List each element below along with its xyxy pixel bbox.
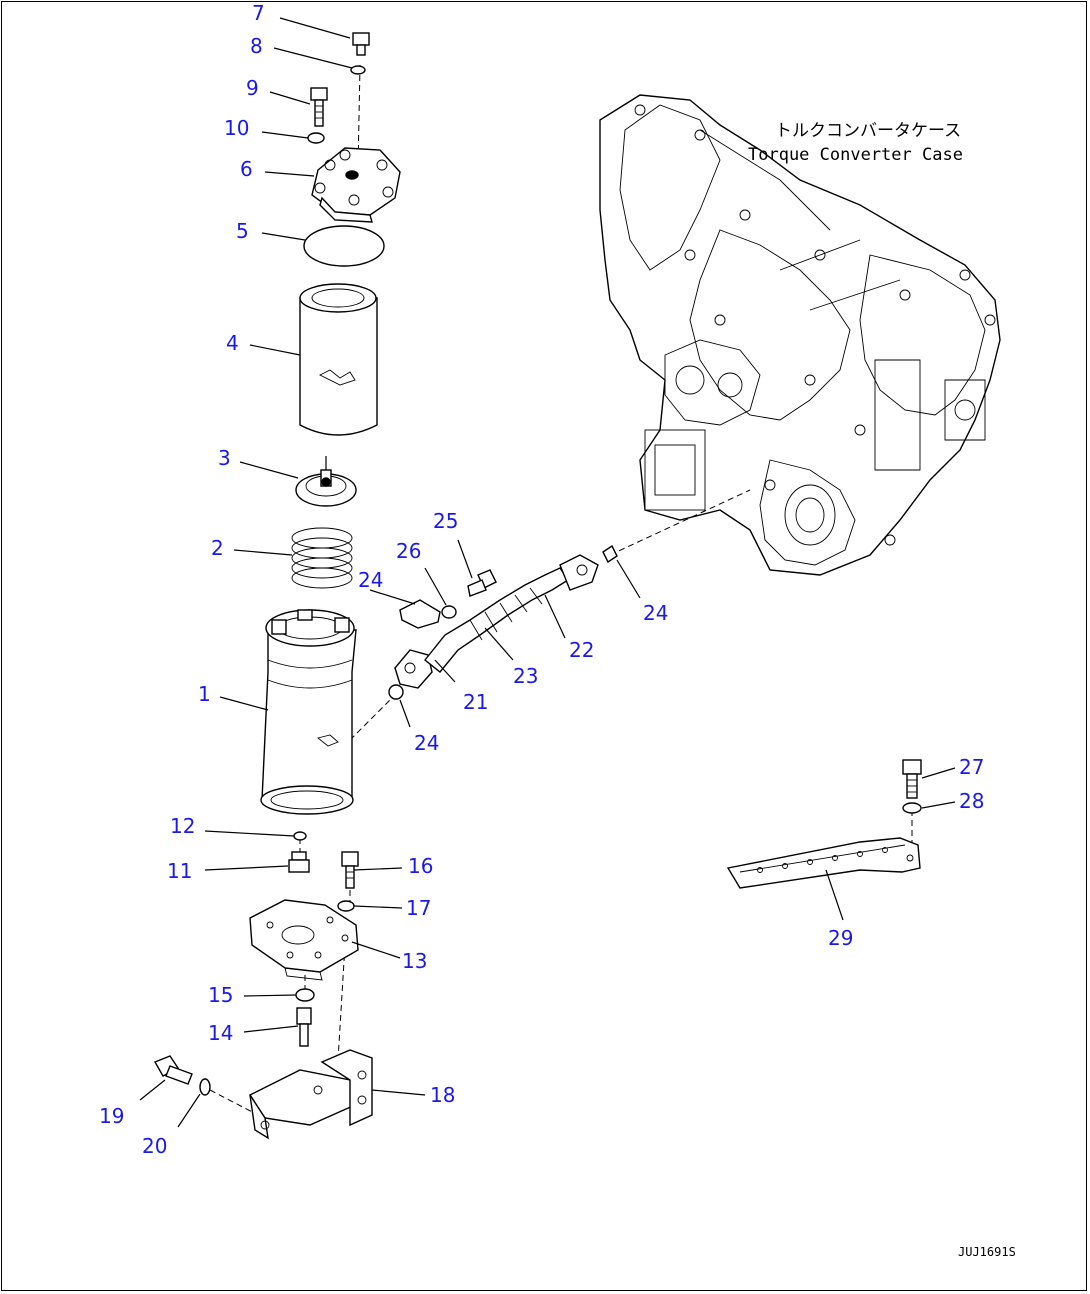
part-19-bolt bbox=[153, 1055, 193, 1085]
part-7-bolt bbox=[352, 32, 370, 56]
callout-7: 7 bbox=[252, 1, 265, 25]
callout-11: 11 bbox=[167, 859, 192, 883]
callout-10: 10 bbox=[224, 116, 249, 140]
callout-28: 27 bbox=[959, 755, 984, 779]
callout-1: 1 bbox=[198, 682, 211, 706]
callout-4: 4 bbox=[226, 331, 239, 355]
callout-12: 12 bbox=[170, 814, 195, 838]
part-1-filter-housing bbox=[260, 609, 357, 815]
callout-13: 13 bbox=[402, 949, 427, 973]
part-20-washer bbox=[199, 1078, 211, 1096]
part-28-bolt bbox=[902, 759, 922, 799]
callout-25: 24 bbox=[358, 568, 383, 592]
callout-16: 16 bbox=[408, 854, 433, 878]
part-6-cover bbox=[311, 147, 401, 223]
callout-6: 6 bbox=[240, 157, 253, 181]
part-24-o-ring-lower bbox=[388, 684, 404, 700]
part-5-o-ring bbox=[303, 225, 385, 267]
callout-20: 20 bbox=[142, 1134, 167, 1158]
part-14-bolt bbox=[296, 1007, 312, 1047]
drawing-code: JUJ1691S bbox=[958, 1245, 1016, 1259]
callout-22: 22 bbox=[569, 638, 594, 662]
case-label-jp: トルクコンバータケース bbox=[775, 121, 961, 141]
part-2-spring bbox=[291, 527, 353, 589]
callout-27: 26 bbox=[396, 539, 421, 563]
part-17-washer bbox=[337, 900, 355, 912]
callout-26: 25 bbox=[433, 509, 458, 533]
part-23-sleeve bbox=[469, 587, 543, 641]
callout-9: 9 bbox=[246, 76, 259, 100]
callout-21: 21 bbox=[463, 690, 488, 714]
part-27-washer bbox=[441, 605, 457, 619]
callout-15: 15 bbox=[208, 983, 233, 1007]
part-4-filter-element bbox=[299, 283, 378, 436]
part-18-mounting-bracket bbox=[248, 1049, 373, 1140]
part-25-clamp bbox=[399, 599, 441, 629]
part-16-bolt bbox=[341, 851, 359, 889]
callout-14: 14 bbox=[208, 1021, 233, 1045]
part-9-bolt bbox=[310, 87, 328, 127]
leader-lines bbox=[139, 17, 956, 1128]
case-label-en: Torque Converter Case bbox=[748, 145, 963, 165]
callout-2: 2 bbox=[211, 536, 224, 560]
callout-29: 28 bbox=[959, 789, 984, 813]
callout-30: 29 bbox=[828, 926, 853, 950]
callout-17: 17 bbox=[406, 896, 431, 920]
callout-5: 5 bbox=[236, 219, 249, 243]
part-24-o-ring-upper bbox=[602, 544, 618, 564]
part-22-hose-end bbox=[559, 554, 599, 591]
part-12-plug bbox=[293, 831, 307, 841]
callout-23: 23 bbox=[513, 664, 538, 688]
part-10-washer bbox=[307, 132, 325, 144]
part-29-washer bbox=[902, 802, 922, 814]
torque-converter-case bbox=[599, 94, 1001, 576]
callout-8: 8 bbox=[250, 34, 263, 58]
part-21-hose bbox=[394, 567, 569, 689]
part-13-bracket-plate bbox=[249, 899, 359, 981]
callout-24-upper: 24 bbox=[643, 601, 668, 625]
part-3-valve-plate bbox=[295, 456, 357, 507]
part-11-plug bbox=[288, 851, 310, 873]
part-26-bolt bbox=[467, 569, 497, 597]
part-30-bracket bbox=[726, 837, 921, 889]
callout-19: 19 bbox=[99, 1104, 124, 1128]
part-15-washer bbox=[295, 988, 315, 1002]
callout-3: 3 bbox=[218, 446, 231, 470]
part-8-washer bbox=[350, 65, 366, 75]
callout-18: 18 bbox=[430, 1083, 455, 1107]
callout-24-lower: 24 bbox=[414, 731, 439, 755]
